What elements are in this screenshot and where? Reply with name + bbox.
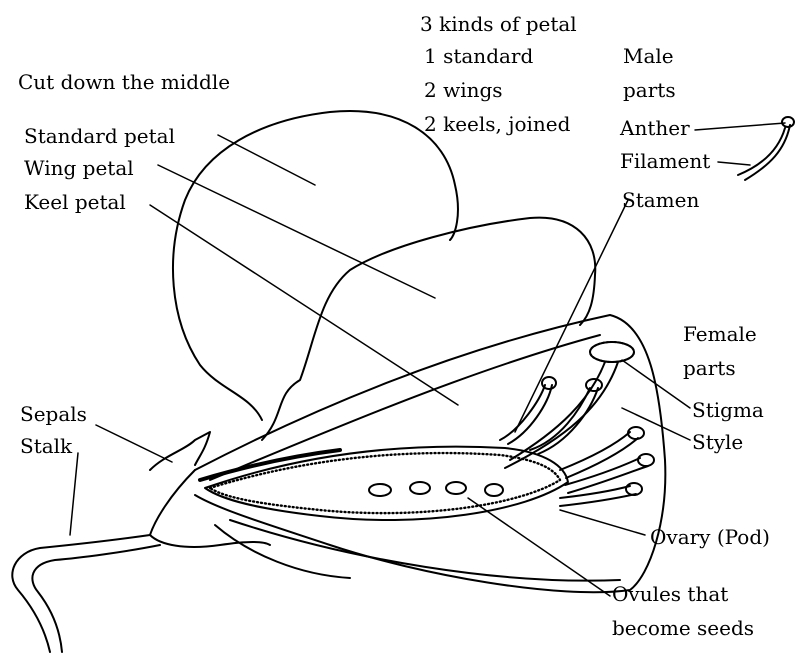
style-line-2 <box>504 361 619 469</box>
keel-petal-outline <box>194 314 667 594</box>
wing-petal-outline <box>261 216 597 441</box>
wing-petal-label: Wing petal <box>24 156 134 180</box>
ovules-label-2: become seeds <box>612 616 755 640</box>
female-heading-1: Female <box>683 322 757 346</box>
female-heading-2: parts <box>683 356 736 380</box>
ovary-pod-outline <box>204 445 569 522</box>
petal-kind-keels: 2 keels, joined <box>424 112 571 136</box>
sepal-lower <box>214 524 351 579</box>
ovary-label: Ovary (Pod) <box>650 525 770 549</box>
standard-petal-outline <box>172 110 459 421</box>
stalk-outline-2 <box>31 544 161 653</box>
ovary-pod <box>208 451 562 515</box>
keel-petal-label: Keel petal <box>24 190 126 214</box>
sepals-label: Sepals <box>20 402 87 426</box>
stalk-label: Stalk <box>20 434 73 458</box>
sepals-outline <box>149 431 271 548</box>
leader-lines <box>69 122 786 597</box>
ovules <box>368 481 504 497</box>
stamen-icon-curve-2 <box>737 127 786 176</box>
keel-lower-edge <box>229 519 621 582</box>
petal-kind-wings: 2 wings <box>424 78 503 102</box>
style-label: Style <box>692 430 744 454</box>
stigma-label: Stigma <box>692 398 764 422</box>
anther-icon <box>781 116 795 128</box>
stalk-outline <box>11 534 151 653</box>
anther-label: Anther <box>620 116 690 140</box>
male-heading-1: Male <box>623 44 674 68</box>
style-line <box>509 361 606 461</box>
petal-kinds-title: 3 kinds of petal <box>420 12 577 36</box>
intro-label: Cut down the middle <box>18 70 231 94</box>
male-heading-2: parts <box>623 78 676 102</box>
stamen-icon-curve <box>744 124 791 181</box>
stamens <box>499 376 655 507</box>
standard-petal-label: Standard petal <box>24 124 175 148</box>
stamen-tube-dark <box>198 448 342 482</box>
filament-label: Filament <box>620 149 711 173</box>
stamen-label: Stamen <box>622 188 700 212</box>
ovules-label-1: Ovules that <box>612 582 729 606</box>
petal-kind-standard: 1 standard <box>424 44 534 68</box>
keel-inner-line <box>209 334 601 481</box>
